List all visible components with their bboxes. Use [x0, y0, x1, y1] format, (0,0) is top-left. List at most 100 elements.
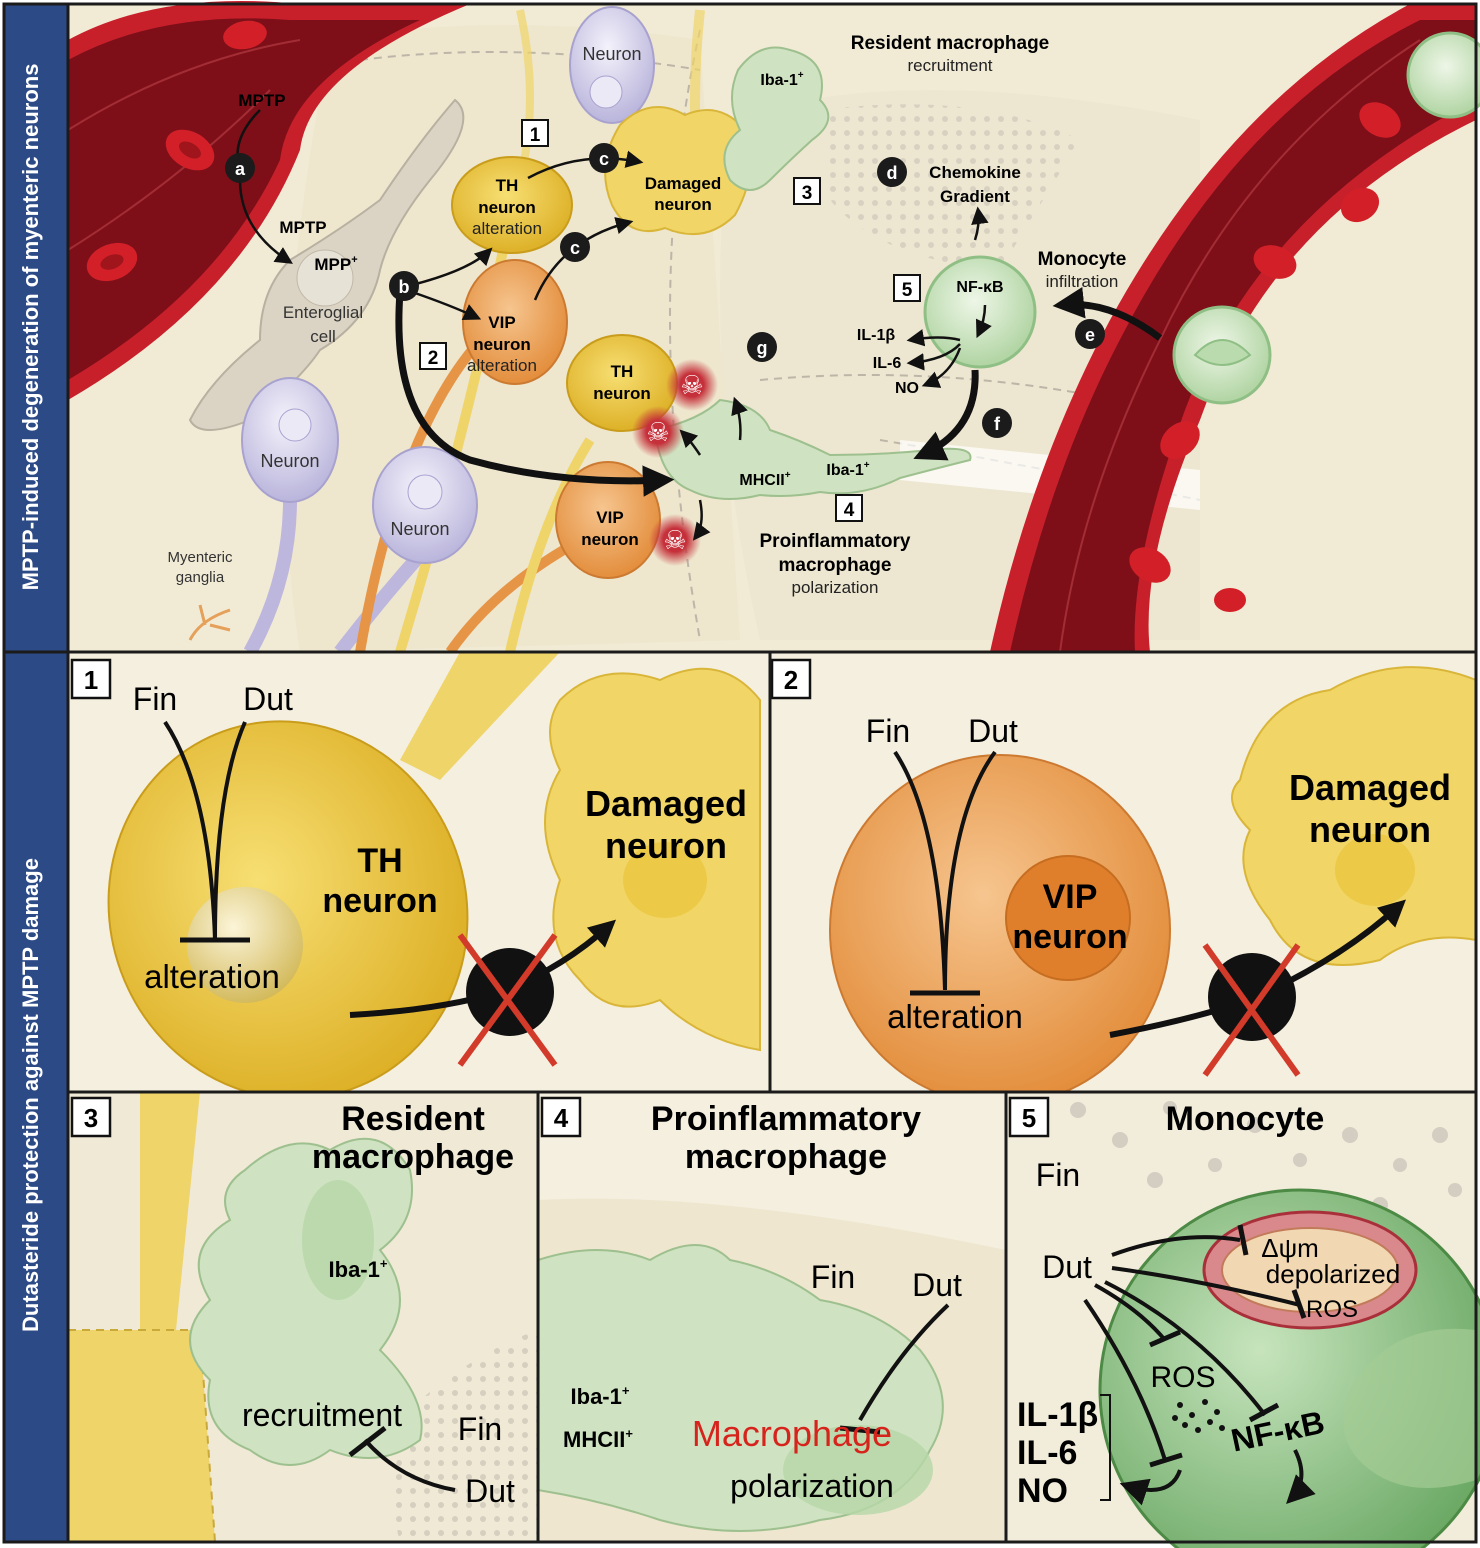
svg-text:2: 2 [428, 348, 439, 369]
th-label: neuron [478, 198, 536, 217]
th-label: neuron [322, 882, 437, 920]
fin-label: Fin [811, 1259, 855, 1295]
step-marker-c: c [589, 143, 619, 173]
mptp-label: MPTP [238, 91, 285, 110]
svg-text:3: 3 [802, 183, 813, 204]
mptp-label: MPTP [279, 218, 326, 237]
red-x-icon [1202, 943, 1301, 1077]
big-arrow-b [395, 291, 675, 497]
step-marker-e: e [1075, 319, 1105, 349]
proinf-label: polarization [792, 578, 879, 597]
bottom-side-label: Dutasteride protection against MPTP dama… [18, 858, 43, 1332]
box-2: 2 [419, 342, 447, 370]
dut-label: Dut [968, 713, 1018, 749]
chemokine-gradient [820, 104, 1080, 271]
svg-text:5: 5 [902, 280, 913, 301]
macrophage-label: Macrophage [692, 1413, 892, 1454]
resident-label: recruitment [907, 56, 992, 75]
svg-text:☠: ☠ [663, 525, 686, 555]
th-label: TH [496, 176, 519, 195]
panel-title: Resident [341, 1100, 485, 1138]
iba-label: Iba-1+ [329, 1256, 388, 1282]
damaged-label: Damaged [645, 174, 722, 193]
top-side-label: MPTP-induced degeneration of myenteric n… [18, 64, 43, 591]
skull-icon: ☠ [632, 406, 684, 458]
svg-text:☠: ☠ [680, 370, 703, 400]
panel-number: 2 [784, 665, 798, 695]
vip-label: neuron [473, 335, 531, 354]
damaged-label: Damaged [1289, 767, 1451, 808]
il6-label: IL-6 [873, 355, 902, 372]
svg-text:d: d [887, 163, 898, 183]
svg-text:c: c [599, 149, 609, 169]
nfkb-label: NF-κB [956, 279, 1003, 296]
iba-label: Iba-1+ [571, 1383, 630, 1409]
th-label: alteration [472, 219, 542, 238]
panel-title: macrophage [685, 1138, 887, 1176]
panel-5: 5 Monocyte Fin Dut Δψm depolarized ROS R… [1006, 1092, 1480, 1548]
damaged-label: neuron [1309, 809, 1431, 850]
depolarized-label: depolarized [1266, 1259, 1400, 1289]
chemokine-label: Gradient [940, 187, 1010, 206]
vip-label: VIP [1043, 878, 1098, 916]
enteroglial-label: Enteroglial [283, 303, 363, 322]
box-1: 1 [521, 119, 549, 147]
central-monocyte [923, 255, 1037, 369]
dut-label: Dut [1042, 1249, 1092, 1285]
panel-number: 3 [84, 1103, 98, 1133]
mpp-label: MPP+ [314, 254, 357, 274]
panel-2: 2 Fin Dut VIP neuron alteration Damaged … [770, 652, 1477, 1106]
resident-macrophage-cell [723, 46, 830, 191]
neuron-label: Neuron [582, 44, 641, 64]
svg-text:e: e [1085, 325, 1095, 345]
dut-label: Dut [912, 1267, 962, 1303]
mhcii-label: MHCII+ [563, 1426, 633, 1452]
panel-1: 1 Fin Dut TH neuron alteration Damaged n… [68, 652, 770, 1100]
svg-text:a: a [235, 159, 246, 179]
neuron-label: Neuron [260, 451, 319, 471]
skull-icon: ☠ [649, 514, 701, 566]
damaged-label: Damaged [585, 783, 747, 824]
step-marker-g: g [747, 332, 777, 362]
il6-label: IL-6 [1017, 1434, 1077, 1472]
no-label: NO [1017, 1472, 1068, 1510]
th-dead-label: TH [611, 362, 634, 381]
proinf-label: macrophage [779, 555, 892, 576]
monocyte-label: infiltration [1046, 272, 1119, 291]
damaged-neuron-large [1231, 666, 1477, 966]
myenteric-label: ganglia [176, 569, 225, 586]
red-x-icon [457, 933, 558, 1067]
dut-label: Dut [465, 1473, 515, 1509]
il1b-label: IL-1β [1017, 1396, 1098, 1434]
panel-number: 1 [84, 665, 98, 695]
step-marker-c: c [560, 232, 590, 262]
il1b-label: IL-1β [857, 327, 895, 344]
big-arrow-e [1052, 287, 1163, 341]
vip-label: VIP [488, 313, 515, 332]
ros-label: ROS [1150, 1361, 1215, 1394]
fin-label: Fin [1036, 1157, 1080, 1193]
fin-label: Fin [458, 1411, 502, 1447]
alteration-label: alteration [887, 998, 1023, 1035]
fin-label: Fin [866, 713, 910, 749]
panel-title: macrophage [312, 1138, 514, 1176]
monocyte-label: Monocyte [1038, 249, 1127, 270]
skull-icon: ☠ [666, 359, 718, 411]
no-label: NO [895, 380, 919, 397]
box-3: 3 [793, 177, 821, 205]
th-label: TH [357, 842, 402, 880]
panel-number: 4 [554, 1103, 569, 1133]
svg-text:4: 4 [844, 500, 855, 521]
myenteric-label: Myenteric [167, 549, 233, 566]
enteroglial-label: cell [310, 327, 336, 346]
side-bar [4, 4, 68, 1542]
th-dead-label: neuron [593, 384, 651, 403]
svg-text:f: f [994, 414, 1001, 434]
proinf-label: Proinflammatory [760, 531, 911, 552]
neuron-label: Neuron [390, 519, 449, 539]
top-panel: ☠ ☠ ☠ a [67, 0, 1480, 657]
chemokine-label: Chemokine [929, 163, 1021, 182]
vip-dead-label: VIP [596, 508, 623, 527]
dut-label: Dut [243, 681, 293, 717]
